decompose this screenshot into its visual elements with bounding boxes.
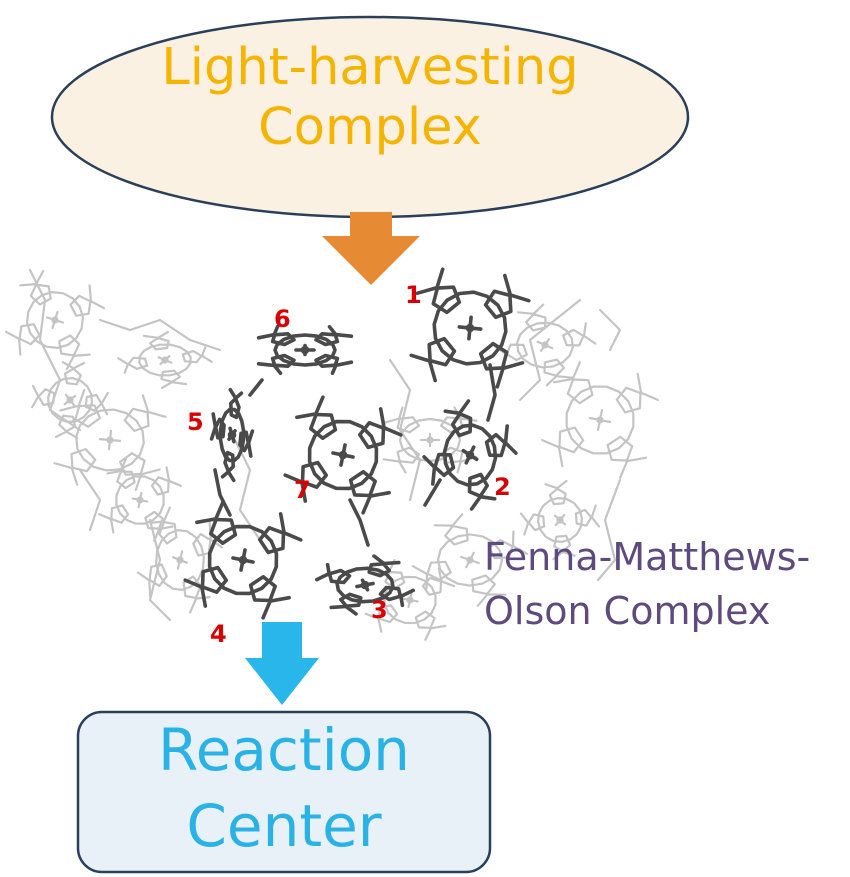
protein-backbone-structure <box>4 268 659 641</box>
reaction-center-label: Reaction Center <box>78 712 490 864</box>
light-harvesting-label: Light-harvesting Complex <box>50 38 690 158</box>
reaction-center-node <box>76 710 492 874</box>
site-number-5: 5 <box>187 408 204 436</box>
light-harvesting-label-line1: Light-harvesting <box>161 38 579 97</box>
site-number-2: 2 <box>494 473 511 501</box>
reaction-center-label-line2: Center <box>186 792 382 860</box>
input-arrow <box>322 212 420 285</box>
site-number-1: 1 <box>405 281 422 309</box>
bacteriochlorophyll-pigments <box>183 267 531 620</box>
fmo-complex-label: Fenna-Matthews- Olson Complex <box>484 530 844 638</box>
site-number-4: 4 <box>210 620 227 648</box>
fmo-complex-label-line2: Olson Complex <box>484 589 771 633</box>
site-number-7: 7 <box>294 476 311 504</box>
light-harvesting-label-line2: Complex <box>258 98 482 157</box>
reaction-center-label-line1: Reaction <box>158 716 410 784</box>
site-number-3: 3 <box>371 596 388 624</box>
output-arrow <box>245 622 319 705</box>
site-number-6: 6 <box>274 305 291 333</box>
fmo-complex-label-line1: Fenna-Matthews- <box>484 535 811 579</box>
